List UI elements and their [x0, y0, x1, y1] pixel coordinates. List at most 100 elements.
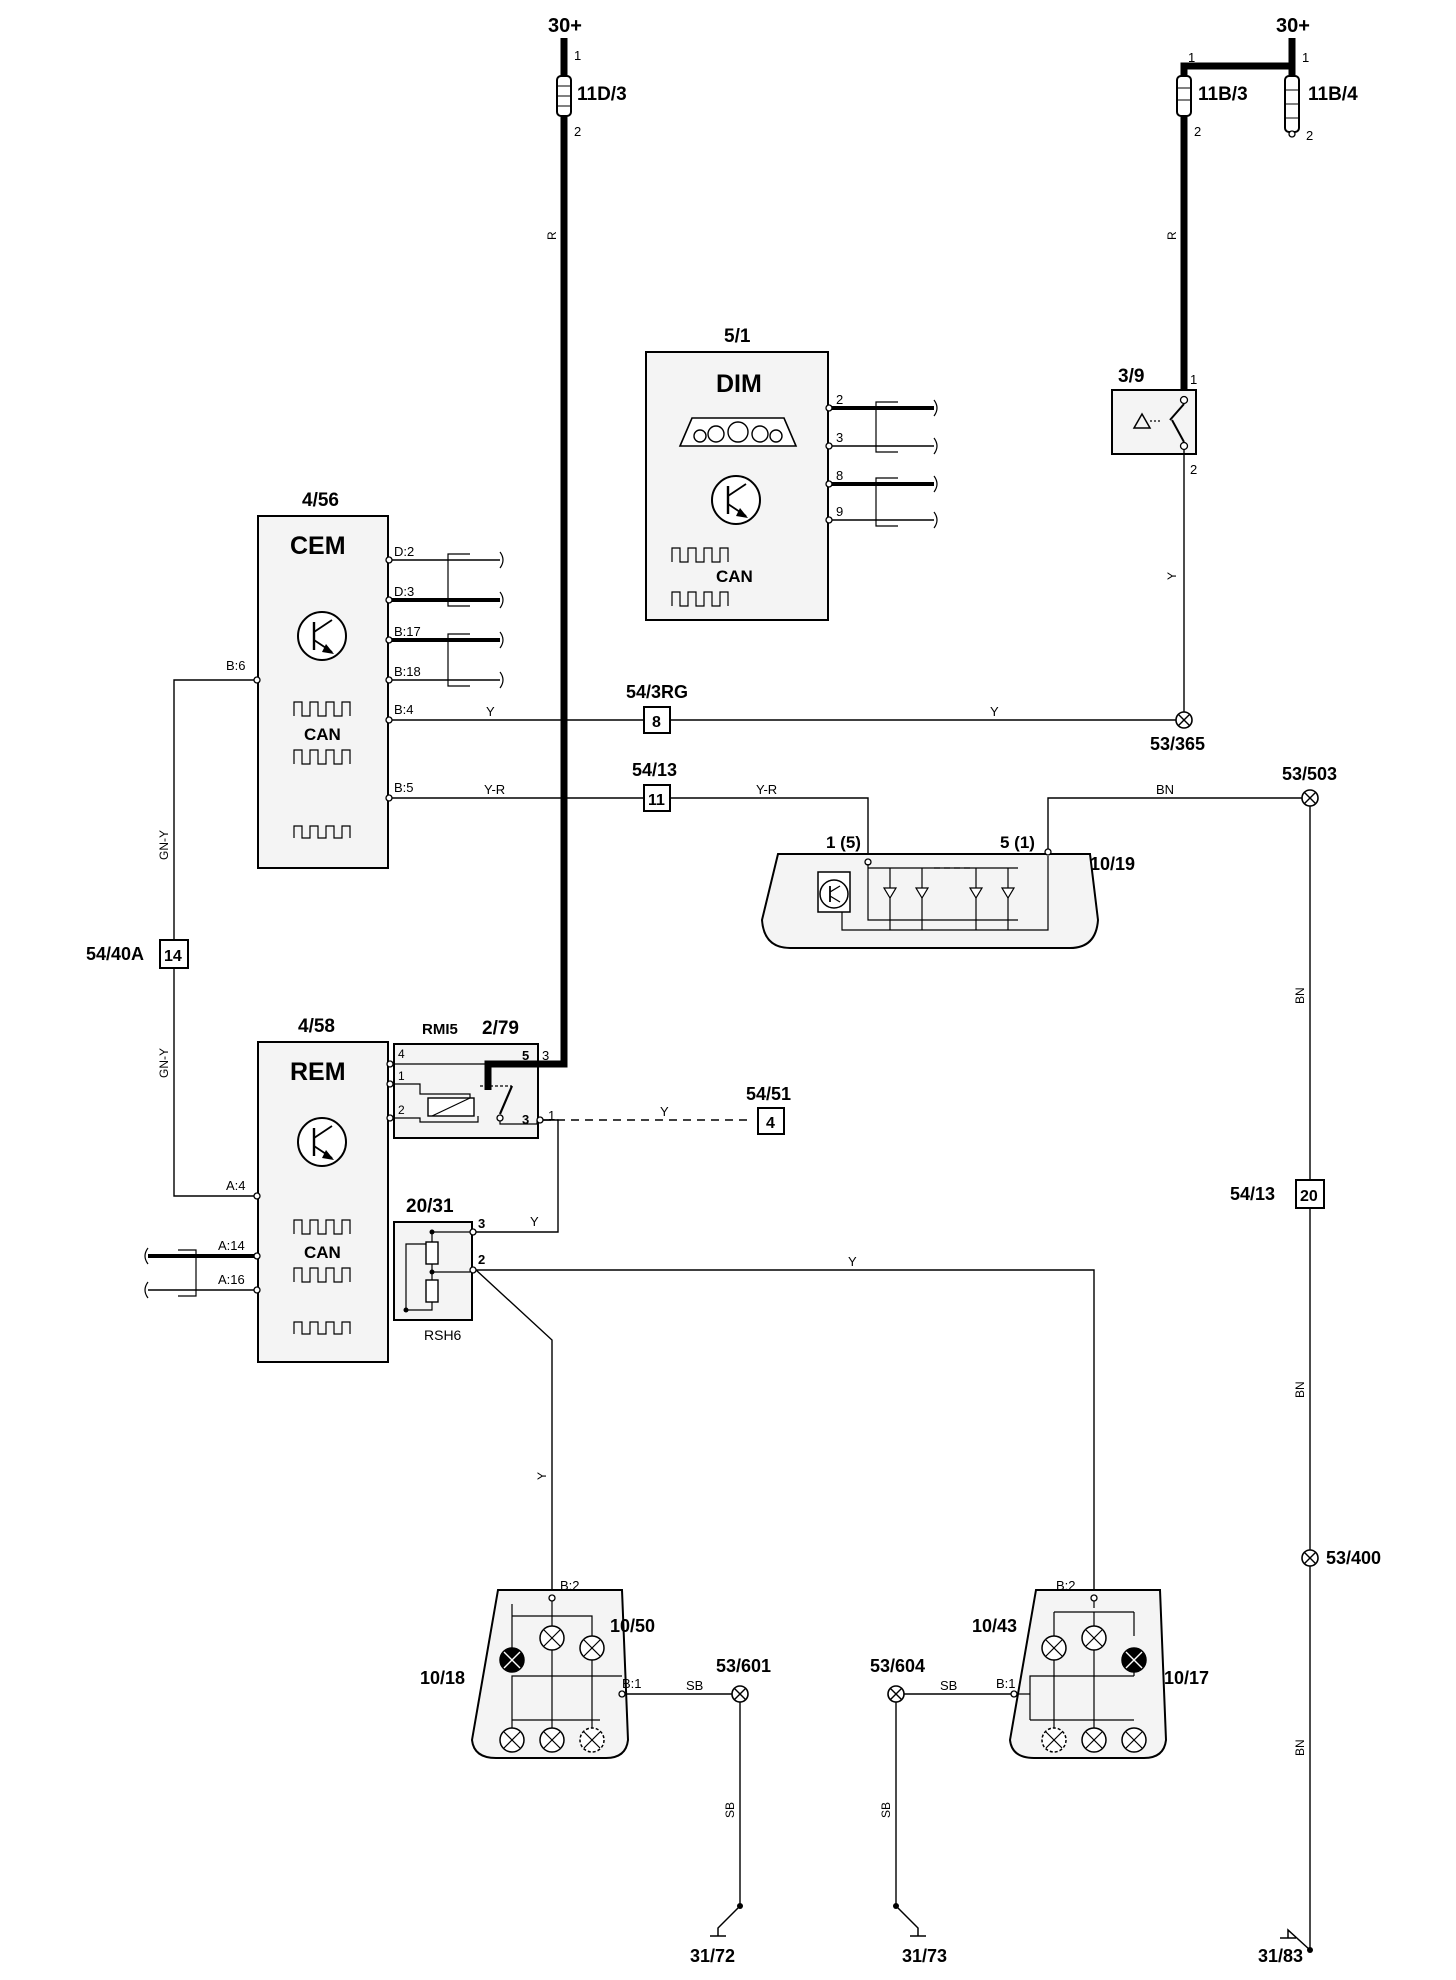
wire-y-left-lamp — [475, 1269, 553, 1594]
ground-31-73-icon — [893, 1903, 926, 1937]
wire-y-right-lamp — [476, 1269, 1095, 1594]
wire-y-label-right-lamp: Y — [848, 1254, 857, 1269]
relay-pin-1: 1 — [398, 1069, 405, 1083]
dim-pin-8: 8 — [836, 468, 843, 483]
ground-31-72-icon — [710, 1903, 743, 1937]
rem-pin-a16: A:16 — [218, 1272, 245, 1287]
wire-r-label-right: R — [1165, 231, 1179, 240]
wire-sb-label-left: SB — [686, 1678, 703, 1693]
rem-can-label: CAN — [304, 1243, 341, 1262]
splice-53-604 — [887, 1685, 905, 1703]
cem-pin-b18: B:18 — [394, 664, 421, 679]
rem-pin-a14: A:14 — [218, 1238, 245, 1253]
dim-transistor-icon — [711, 475, 761, 525]
fuse-11d3-pin1: 1 — [574, 48, 581, 63]
cem-pins — [253, 556, 393, 802]
ground-31-73-label: 31/73 — [902, 1946, 947, 1966]
wire-yr-label-1: Y-R — [484, 782, 505, 797]
conn-54-13a-label: 54/13 — [632, 760, 677, 780]
rear-right-bulbs — [1041, 1727, 1147, 1753]
resistor-pin-3: 3 — [478, 1216, 485, 1231]
switch-3-9-label: 3/9 — [1118, 366, 1144, 387]
lamp-10-17-icon — [1121, 1647, 1147, 1673]
relay-out-pin-1: 1 — [548, 1108, 555, 1123]
rear-left-pin-b1: B:1 — [622, 1676, 642, 1691]
resistor-id-label: 20/31 — [406, 1196, 454, 1217]
wire-y-label-365: Y — [990, 704, 999, 719]
wire-bn-label-2: BN — [1293, 1381, 1307, 1398]
dim-id-label: 5/1 — [724, 326, 751, 347]
rem-module — [257, 1041, 389, 1363]
dim-can-wave-top — [671, 547, 729, 563]
wire-gny-label-2: GN-Y — [157, 1048, 171, 1078]
dim-pin-9: 9 — [836, 504, 843, 519]
wire-sb-label-601: SB — [723, 1802, 737, 1818]
wire-r-main — [560, 116, 568, 1068]
relay-id-label: 2/79 — [482, 1018, 519, 1039]
wire-sb-label-604: SB — [879, 1802, 893, 1818]
conn-54-13b-label: 54/13 — [1230, 1184, 1275, 1204]
rear-right-pin-b2: B:2 — [1056, 1578, 1076, 1593]
wire-y-label-left-lamp: Y — [535, 1472, 549, 1480]
lamp-10-50-label: 10/50 — [610, 1616, 655, 1636]
conn-54-3rg-pin: 8 — [652, 714, 661, 731]
fuse-11b3-label: 11B/3 — [1198, 84, 1248, 105]
light-10-19-transistor-icon — [819, 879, 849, 909]
cem-label: CEM — [290, 532, 346, 560]
wire-y-relay-res — [476, 1119, 559, 1233]
wire-y-label-switch: Y — [1165, 572, 1179, 580]
wire-bn-label-1: BN — [1293, 987, 1307, 1004]
ground-31-72-label: 31/72 — [690, 1946, 735, 1966]
cem-transistor-icon — [297, 611, 347, 661]
cem-pin-b6: B:6 — [226, 658, 246, 673]
dim-pin-3: 3 — [836, 430, 843, 445]
splice-53-365 — [1175, 711, 1193, 729]
rem-can-wave-bottom — [293, 1267, 351, 1283]
wire-bn-label-top: BN — [1156, 782, 1174, 797]
cem-module — [257, 515, 389, 869]
dim-label: DIM — [716, 370, 762, 398]
conn-54-13b — [1295, 1179, 1325, 1209]
conn-54-13a-pin: 11 — [648, 792, 665, 809]
lamp-10-18-label: 10/18 — [420, 1668, 465, 1688]
dim-can-wave-bottom — [671, 591, 729, 607]
ground-31-83-label: 31/83 — [1258, 1946, 1303, 1966]
lamp-10-18-icon — [499, 1647, 525, 1673]
cem-pin-b5: B:5 — [394, 780, 414, 795]
splice-53-601 — [731, 1685, 749, 1703]
dim-pins — [825, 404, 833, 524]
fuse-11b4-label: 11B/4 — [1308, 84, 1358, 105]
relay-out-pin-3: 3 — [542, 1048, 549, 1063]
conn-54-3rg — [643, 706, 671, 734]
conn-54-13b-pin: 20 — [1300, 1188, 1318, 1205]
wire-gny — [173, 679, 254, 1197]
splice-53-400-label: 53/400 — [1326, 1548, 1381, 1568]
splice-53-503 — [1301, 789, 1319, 807]
fuse-11b3-pin2: 2 — [1194, 124, 1201, 139]
splice-53-365-label: 53/365 — [1150, 734, 1205, 754]
fuse-11b4-pin1: 1 — [1302, 50, 1309, 65]
rem-wave-3 — [293, 1321, 351, 1335]
relay-pin-5: 5 — [522, 1048, 529, 1063]
rem-pin-a4: A:4 — [226, 1178, 246, 1193]
light-10-19-label: 10/19 — [1090, 854, 1135, 874]
conn-54-40a — [159, 939, 189, 969]
lamp-10-43-icon — [1041, 1625, 1107, 1661]
cem-pin-d2: D:2 — [394, 544, 414, 559]
fuse-11d3-label: 11D/3 — [577, 84, 627, 105]
wire-yr — [392, 797, 869, 862]
dim-pin-2: 2 — [836, 392, 843, 407]
cem-pin-b17: B:17 — [394, 624, 421, 639]
wire-bn-10-19 — [1047, 797, 1310, 849]
supply-right-label: 30+ — [1276, 15, 1310, 37]
cem-pin-b4: B:4 — [394, 702, 414, 717]
conn-54-51-pin: 4 — [766, 1115, 775, 1132]
wire-r-label-left: R — [545, 231, 559, 240]
supply-right-bus — [1180, 38, 1296, 84]
fuse-11b3-pin1: 1 — [1188, 50, 1195, 65]
conn-54-40a-label: 54/40A — [86, 944, 144, 964]
lamp-10-17-label: 10/17 — [1164, 1668, 1209, 1688]
rem-id-label: 4/58 — [298, 1016, 335, 1037]
lamp-10-50-icon — [539, 1625, 605, 1661]
